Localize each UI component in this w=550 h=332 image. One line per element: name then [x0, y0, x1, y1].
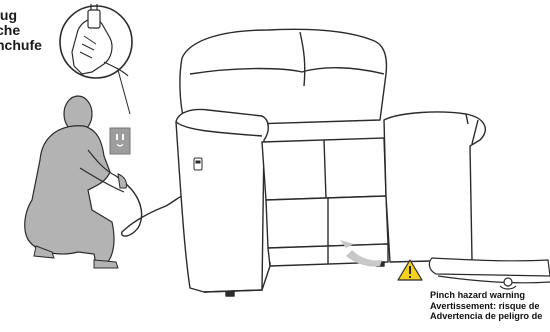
- warning-line-1: Pinch hazard warning: [430, 290, 542, 301]
- warning-line-2: Avertissement: risque de: [430, 301, 542, 312]
- warning-triangle-icon: [398, 260, 422, 280]
- warning-line-3: Advertencia de peligro de: [430, 311, 542, 322]
- power-cable: [122, 184, 186, 236]
- power-button-icon: [194, 158, 202, 170]
- footrest-detail: [429, 258, 550, 289]
- outlet-icon: [110, 128, 130, 154]
- pinch-hazard-caption: Pinch hazard warning Avertissement: risq…: [430, 290, 542, 322]
- sofa: [176, 29, 485, 296]
- plug-zoom-bubble: [60, 4, 132, 114]
- person-figure: [25, 96, 127, 268]
